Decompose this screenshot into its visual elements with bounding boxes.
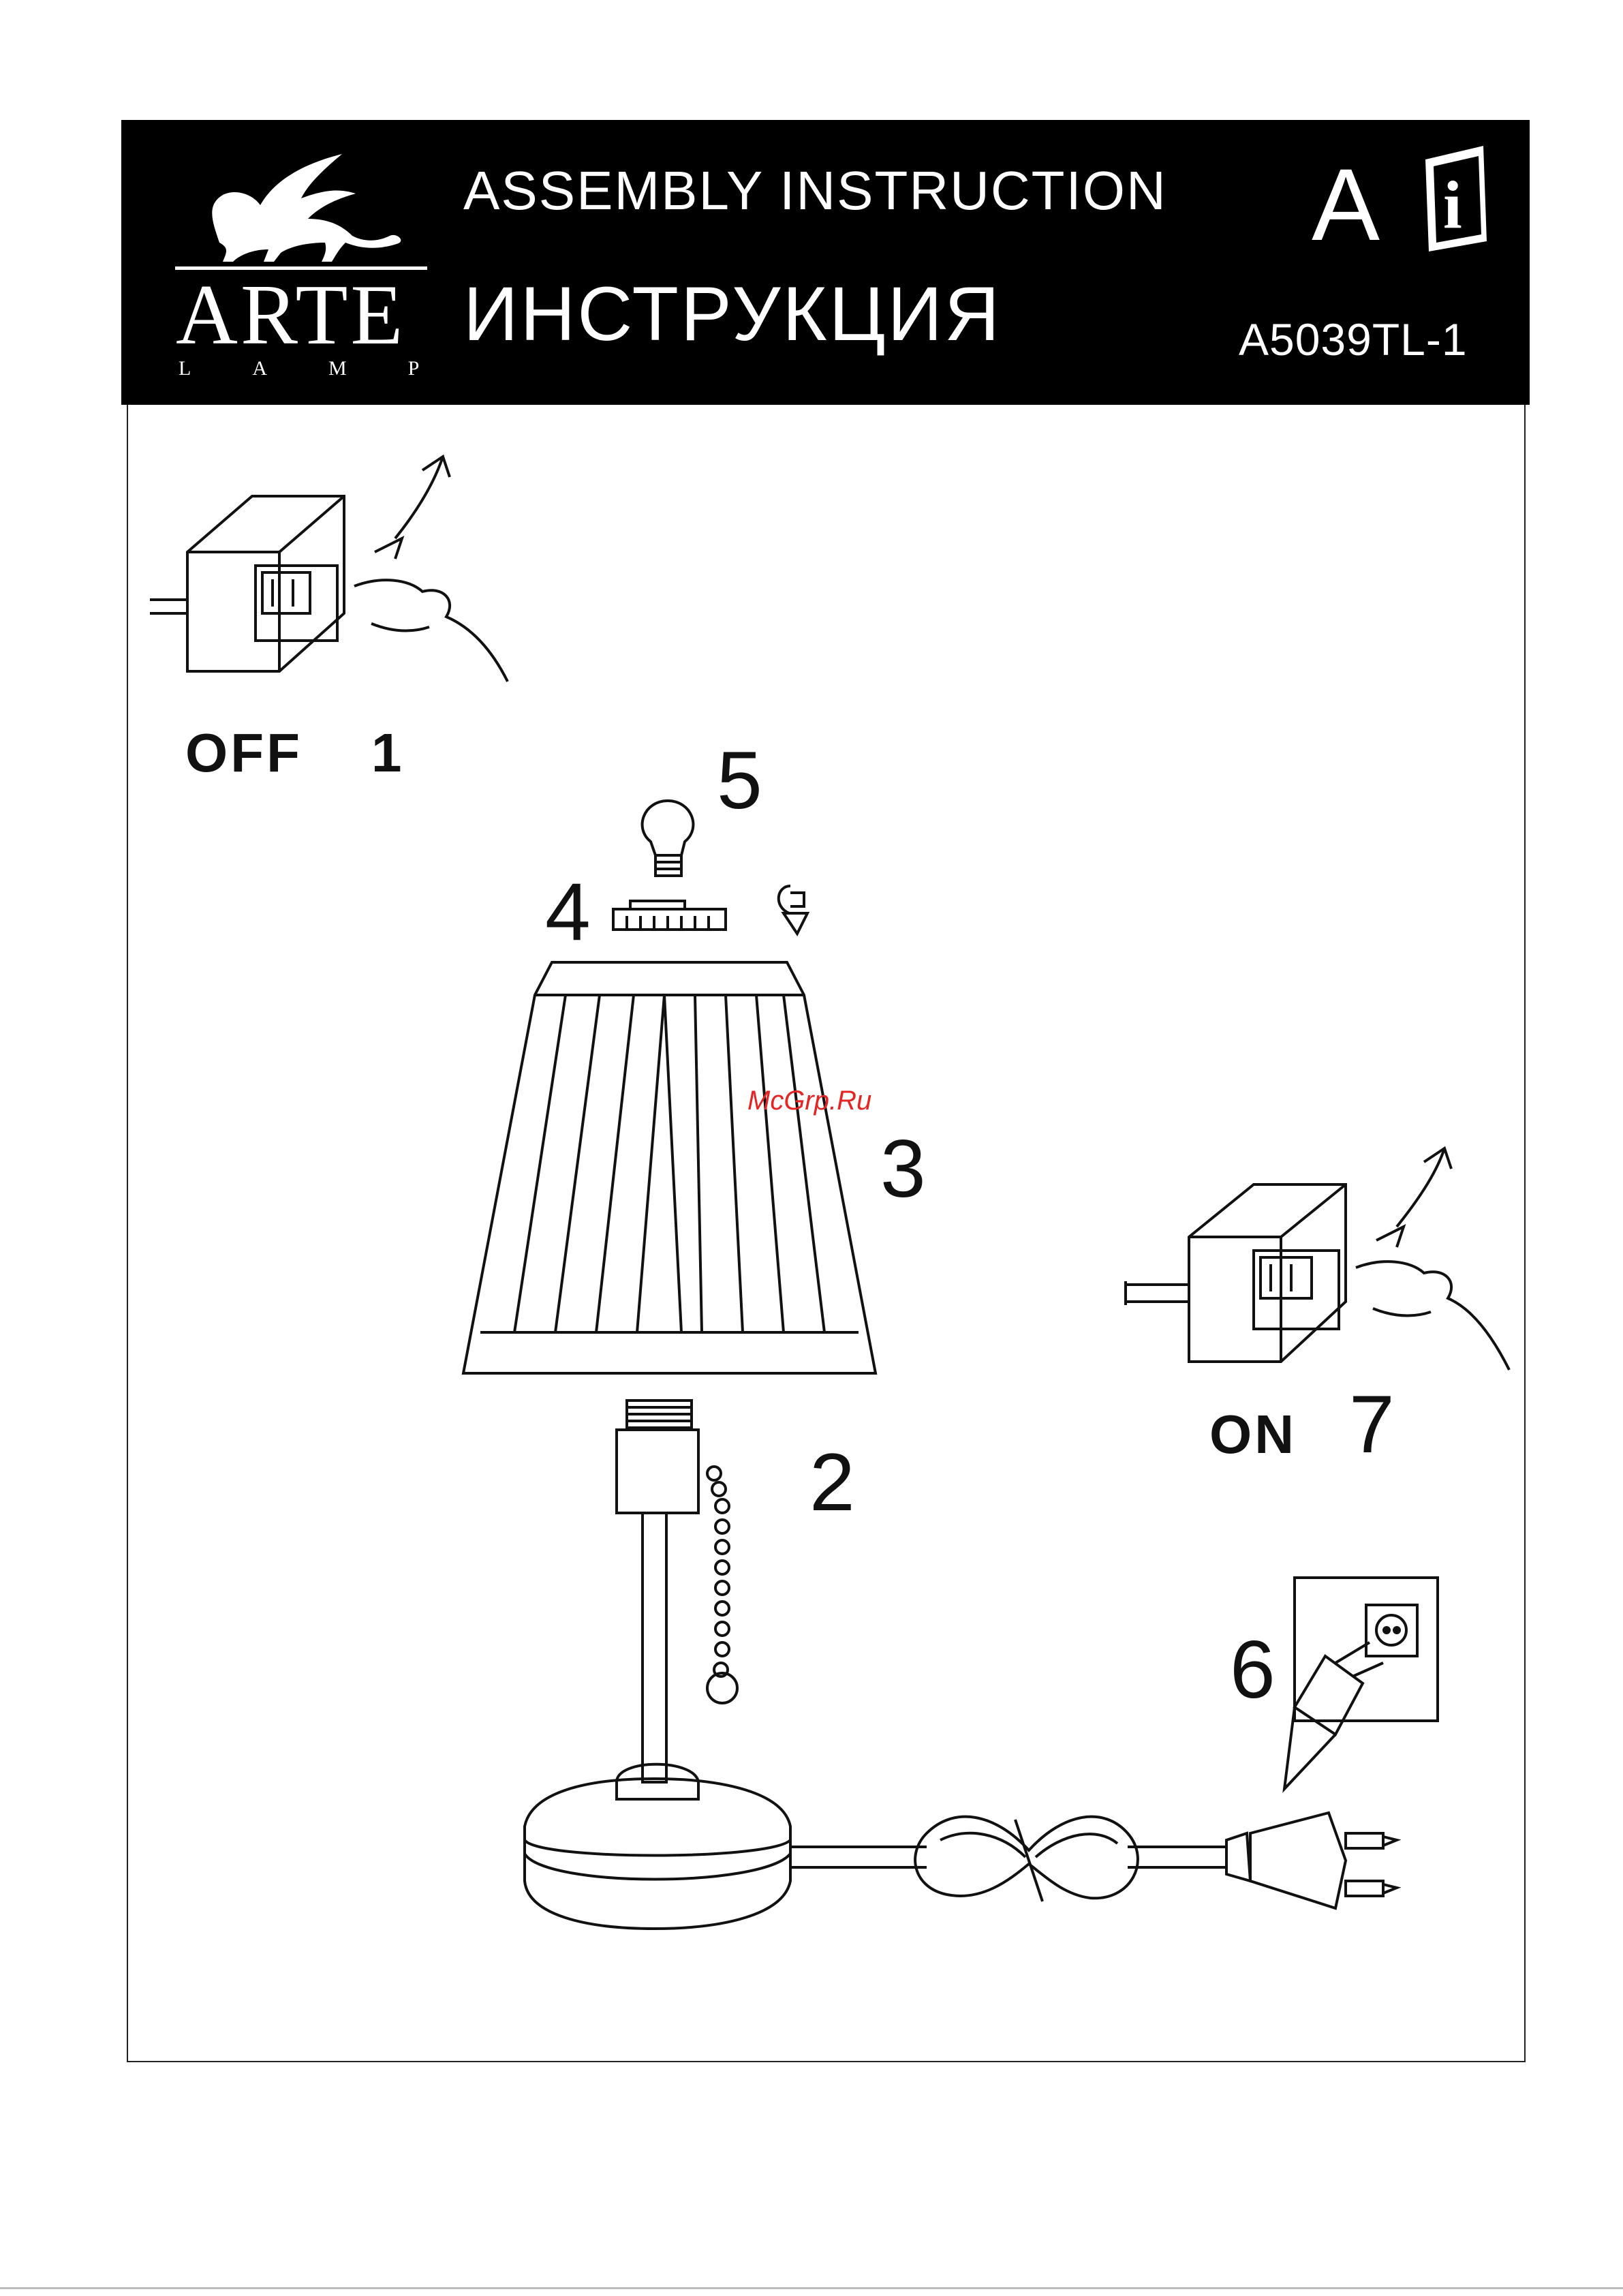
watermark: McGrp.Ru bbox=[747, 1087, 871, 1114]
off-label: OFF bbox=[185, 726, 303, 780]
lampshade-icon bbox=[463, 962, 876, 1373]
on-label: ON bbox=[1209, 1407, 1297, 1462]
step-6-number: 6 bbox=[1230, 1629, 1276, 1711]
step-4-number: 4 bbox=[545, 871, 591, 953]
step-7-number: 7 bbox=[1349, 1383, 1395, 1465]
cord-plug-icon bbox=[790, 1813, 1397, 1908]
step-2-number: 2 bbox=[809, 1441, 855, 1523]
rotate-arrow-icon bbox=[779, 886, 807, 934]
ring-icon bbox=[613, 901, 726, 930]
wall-switch-on-icon bbox=[1124, 1148, 1509, 1370]
step-3-number: 3 bbox=[880, 1128, 926, 1210]
bottom-rule bbox=[0, 2287, 1623, 2289]
lamp-base-icon bbox=[525, 1400, 790, 1929]
step-1-number: 1 bbox=[371, 726, 405, 780]
wall-switch-off-icon bbox=[150, 457, 508, 682]
outlet-plug-icon bbox=[1284, 1578, 1438, 1789]
step-5-number: 5 bbox=[717, 739, 762, 821]
bulb-icon bbox=[643, 801, 694, 876]
